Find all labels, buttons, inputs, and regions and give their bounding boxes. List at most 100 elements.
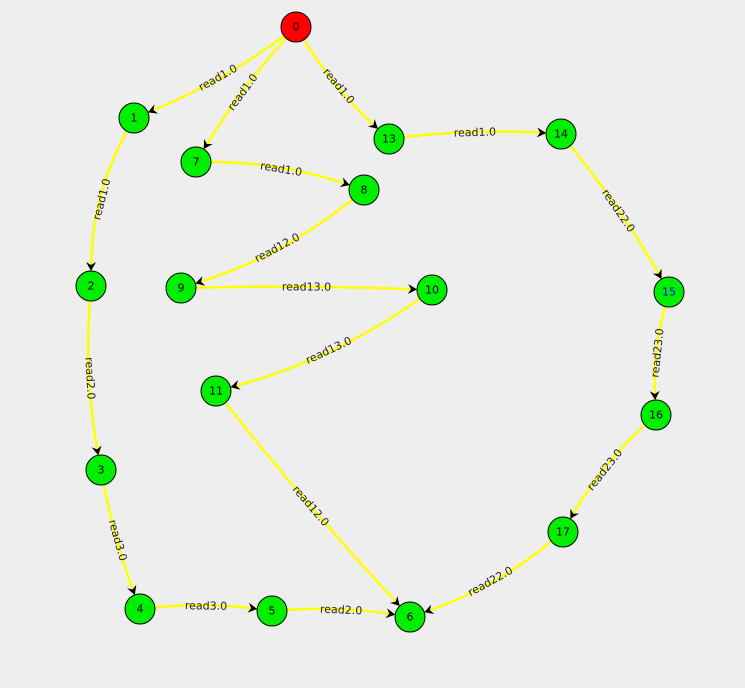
edge-label: read2.0 bbox=[82, 357, 97, 400]
node-8[interactable]: 8 bbox=[348, 174, 380, 206]
edge-line bbox=[286, 607, 396, 616]
edge-label: read13.0 bbox=[304, 334, 354, 367]
node-2[interactable]: 2 bbox=[75, 270, 107, 302]
edge-line bbox=[102, 484, 136, 596]
edge-13-14: read1.0 bbox=[403, 125, 547, 140]
node-label: 16 bbox=[649, 409, 663, 422]
edge-line bbox=[569, 144, 663, 280]
node-16[interactable]: 16 bbox=[640, 399, 672, 431]
edge-line bbox=[653, 306, 667, 401]
nodes-layer: 0 1 2 3 4 5 6 7 8 9 10 11 13 14 15 16 17 bbox=[75, 11, 685, 633]
edge-line bbox=[195, 285, 418, 291]
edge-line bbox=[403, 130, 547, 139]
arrow-head bbox=[339, 177, 350, 187]
arrow-head bbox=[230, 380, 241, 390]
edge-label: read23.0 bbox=[584, 446, 625, 493]
node-circle[interactable] bbox=[373, 123, 405, 155]
arrow-head bbox=[126, 584, 137, 595]
node-label: 6 bbox=[407, 611, 414, 624]
edge-label: read1.0 bbox=[320, 66, 357, 107]
node-circle[interactable] bbox=[653, 276, 685, 308]
node-circle[interactable] bbox=[124, 593, 156, 625]
edge-line bbox=[147, 34, 285, 114]
edge-8-9: read12.0 bbox=[194, 198, 354, 286]
node-circle[interactable] bbox=[640, 399, 672, 431]
node-label: 9 bbox=[178, 282, 185, 295]
node-circle[interactable] bbox=[416, 274, 448, 306]
node-circle[interactable] bbox=[256, 595, 288, 627]
node-label: 4 bbox=[137, 603, 144, 616]
node-circle[interactable] bbox=[165, 272, 197, 304]
node-circle[interactable] bbox=[547, 516, 579, 548]
edge-3-4: read3.0 bbox=[102, 484, 137, 596]
node-4[interactable]: 4 bbox=[124, 593, 156, 625]
edge-label: read3.0 bbox=[185, 599, 227, 613]
node-label: 13 bbox=[382, 133, 396, 146]
node-11[interactable]: 11 bbox=[200, 375, 232, 407]
edge-9-10: read13.0 bbox=[195, 280, 418, 295]
edge-label: read22.0 bbox=[466, 564, 515, 599]
node-label: 17 bbox=[556, 526, 570, 539]
node-6[interactable]: 6 bbox=[394, 601, 426, 633]
arrow-head bbox=[570, 508, 580, 519]
node-14[interactable]: 14 bbox=[545, 118, 577, 150]
edge-line bbox=[86, 300, 100, 456]
arrow-head bbox=[195, 276, 206, 286]
edge-line bbox=[230, 297, 421, 389]
edge-0-7: read1.0 bbox=[202, 37, 287, 150]
edge-17-6: read22.0 bbox=[423, 540, 553, 615]
node-3[interactable]: 3 bbox=[85, 454, 117, 486]
node-label: 0 bbox=[293, 21, 300, 34]
start-node-circle[interactable] bbox=[280, 11, 312, 43]
node-circle[interactable] bbox=[75, 270, 107, 302]
node-13[interactable]: 13 bbox=[373, 123, 405, 155]
node-0[interactable]: 0 bbox=[280, 11, 312, 43]
node-5[interactable]: 5 bbox=[256, 595, 288, 627]
edge-label: read22.0 bbox=[599, 187, 638, 235]
edge-4-5: read3.0 bbox=[154, 599, 258, 613]
node-label: 8 bbox=[361, 184, 368, 197]
node-10[interactable]: 10 bbox=[416, 274, 448, 306]
edge-15-16: read23.0 bbox=[648, 306, 667, 401]
node-circle[interactable] bbox=[85, 454, 117, 486]
arrow-head bbox=[203, 138, 213, 150]
edge-line bbox=[302, 39, 379, 130]
edge-0-13: read1.0 bbox=[302, 39, 379, 130]
arrow-head bbox=[536, 127, 547, 138]
edge-line bbox=[224, 401, 401, 607]
arrow-head bbox=[147, 104, 159, 114]
edge-5-6: read2.0 bbox=[286, 603, 396, 619]
node-circle[interactable] bbox=[348, 174, 380, 206]
node-label: 7 bbox=[193, 156, 200, 169]
node-9[interactable]: 9 bbox=[165, 272, 197, 304]
edge-label: read12.0 bbox=[290, 483, 332, 529]
edge-line bbox=[154, 603, 258, 611]
node-15[interactable]: 15 bbox=[653, 276, 685, 308]
edge-label: read13.0 bbox=[282, 280, 331, 293]
edge-10-11: read13.0 bbox=[230, 297, 421, 390]
edge-label: read1.0 bbox=[454, 125, 497, 139]
edge-2-3: read2.0 bbox=[82, 300, 102, 456]
node-circle[interactable] bbox=[200, 375, 232, 407]
node-circle[interactable] bbox=[545, 118, 577, 150]
edge-16-17: read23.0 bbox=[569, 424, 646, 520]
edge-label: read3.0 bbox=[106, 518, 130, 562]
node-circle[interactable] bbox=[118, 102, 150, 134]
edge-11-6: read12.0 bbox=[224, 401, 401, 607]
node-7[interactable]: 7 bbox=[180, 146, 212, 178]
node-17[interactable]: 17 bbox=[547, 516, 579, 548]
node-label: 15 bbox=[662, 286, 676, 299]
node-1[interactable]: 1 bbox=[118, 102, 150, 134]
edge-line bbox=[569, 424, 646, 520]
edge-line bbox=[89, 130, 128, 272]
node-circle[interactable] bbox=[394, 601, 426, 633]
node-label: 11 bbox=[209, 385, 223, 398]
edge-line bbox=[202, 37, 287, 150]
node-circle[interactable] bbox=[180, 146, 212, 178]
edge-14-15: read22.0 bbox=[569, 144, 663, 280]
edge-line bbox=[194, 198, 354, 285]
arrow-head bbox=[86, 261, 97, 272]
node-label: 3 bbox=[98, 464, 105, 477]
edge-1-2: read1.0 bbox=[86, 130, 128, 272]
